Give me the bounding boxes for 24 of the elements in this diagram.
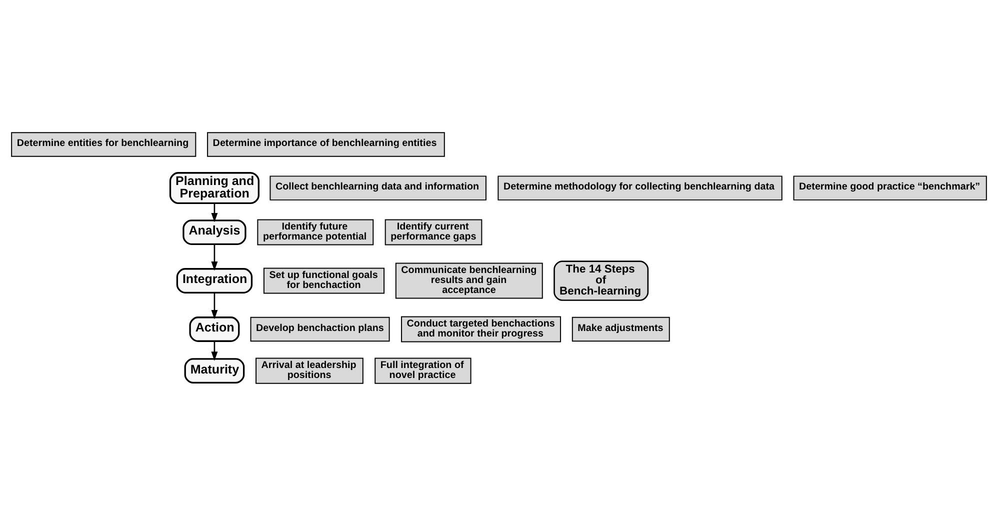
- node-box: Determine importance of benchlearning entities: [207, 132, 445, 157]
- node-box: Determine entities for benchlearning: [11, 132, 196, 157]
- node-box: Collect benchlearning data and information: [270, 176, 486, 200]
- node-box: Full integration of novel practice: [374, 358, 472, 384]
- arrow: [211, 244, 218, 271]
- node-box: Develop benchaction plans: [250, 316, 390, 342]
- node-box: Maturity: [184, 358, 245, 384]
- node-box: Planning and Preparation: [169, 172, 260, 204]
- node-box: Action: [189, 316, 240, 342]
- node-box: Identify future performance potential: [257, 219, 374, 246]
- node-box: Analysis: [182, 220, 246, 245]
- node-box: Integration: [176, 268, 253, 294]
- node-box: Make adjustments: [572, 316, 670, 342]
- node-box: Communicate benchlearning results and gain acceptance: [395, 262, 543, 299]
- node-box: Conduct targeted benchactions and monitor their progress: [401, 316, 562, 342]
- arrow: [211, 203, 218, 222]
- node-box: Arrival at leadership positions: [256, 358, 364, 384]
- arrow: [211, 292, 218, 320]
- node-box: Set up functional goals for benchaction: [263, 268, 385, 294]
- node-box: Determine methodology for collecting benchlearning data: [498, 176, 782, 200]
- node-box: The 14 Steps of Bench-learning: [554, 260, 649, 301]
- node-box: Determine good practice “benchmark”: [793, 176, 987, 200]
- node-box: Identify current performance gaps: [384, 219, 482, 246]
- arrow: [211, 341, 218, 361]
